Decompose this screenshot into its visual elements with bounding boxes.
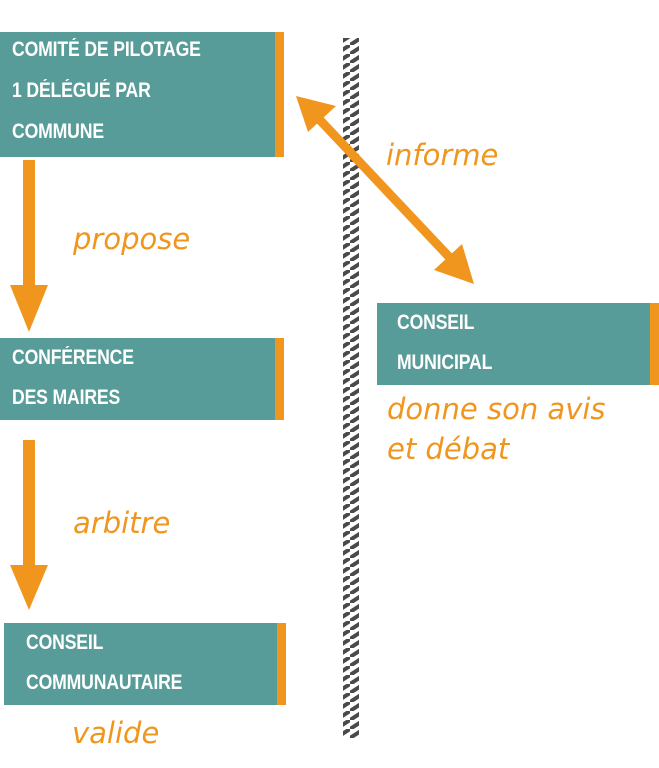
hatched-divider [343,38,359,738]
comite-line-1: COMITÉ DE PILOTAGE [12,38,201,61]
municipal-line-2: MUNICIPAL [397,351,493,374]
verb-informe: informe [386,138,499,172]
arrow-informe [296,96,474,284]
communautaire-line-2: COMMUNAUTAIRE [26,671,183,694]
verb-propose: propose [73,222,191,256]
conference-line-2: DES MAIRES [12,386,121,409]
comite-de-pilotage-box: COMITÉ DE PILOTAGE 1 DÉLÉGUÉ PAR COMMUNE [0,32,284,157]
communautaire-line-1: CONSEIL [26,631,104,654]
comite-line-3: COMMUNE [12,120,104,143]
conseil-communautaire-box: CONSEIL COMMUNAUTAIRE [4,623,286,705]
municipal-line-1: CONSEIL [397,311,475,334]
verb-donne-son-avis: donne son avis [387,392,606,426]
conseil-municipal-box: CONSEIL MUNICIPAL [377,303,659,385]
conference-line-1: CONFÉRENCE [12,346,134,369]
verb-arbitre: arbitre [73,506,171,540]
verb-valide: valide [72,716,160,750]
verb-et-debat: et débat [387,432,510,466]
comite-line-2: 1 DÉLÉGUÉ PAR [12,79,151,102]
conference-des-maires-box: CONFÉRENCE DES MAIRES [0,338,284,420]
arrow-arbitre [10,440,48,610]
arrow-propose [10,160,48,332]
